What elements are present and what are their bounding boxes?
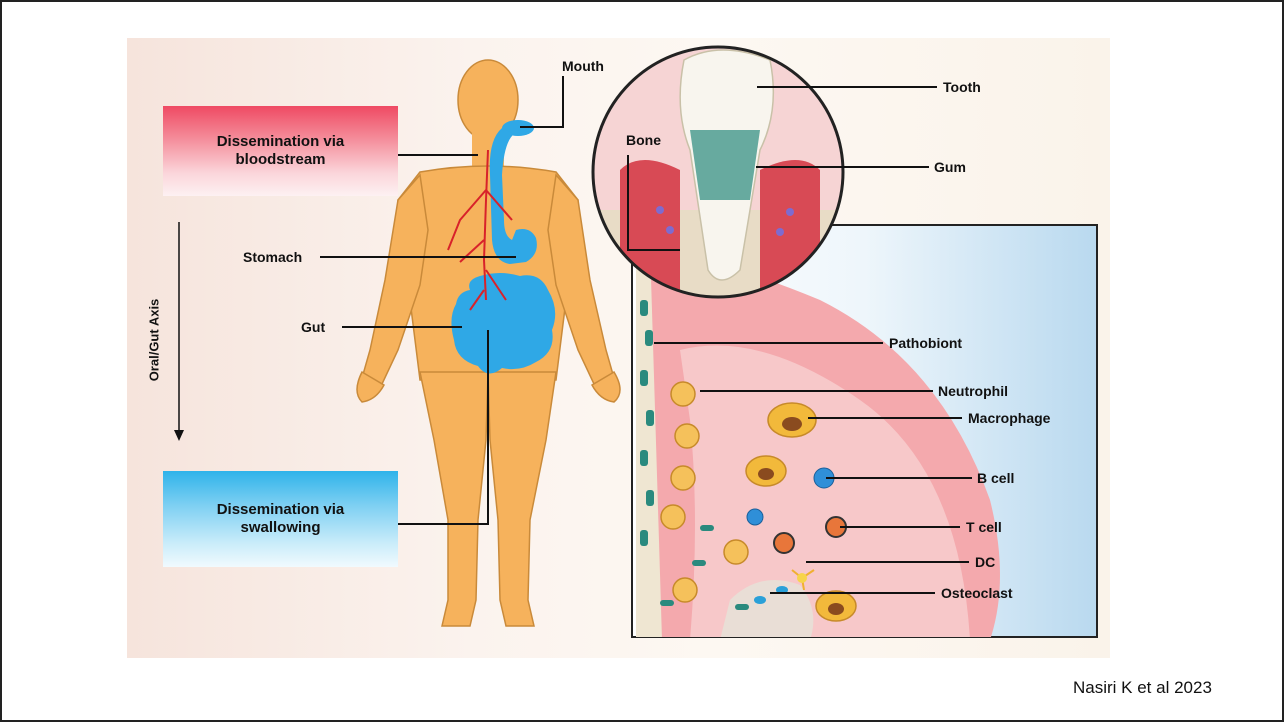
pathobiont-label: Pathobiont bbox=[889, 335, 962, 351]
swallowing-box-label: Dissemination via swallowing bbox=[201, 501, 361, 537]
tooth-label: Tooth bbox=[943, 79, 981, 95]
dc-cell bbox=[797, 573, 807, 583]
neutrophil-label: Neutrophil bbox=[938, 383, 1008, 399]
bloodstream-box: Dissemination via bloodstream bbox=[163, 106, 398, 196]
down-arrow-icon bbox=[174, 222, 184, 441]
macrophage-label: Macrophage bbox=[968, 410, 1050, 426]
bone-label: Bone bbox=[626, 132, 661, 148]
bloodstream-box-label: Dissemination via bloodstream bbox=[201, 133, 361, 169]
citation: Nasiri K et al 2023 bbox=[1073, 678, 1212, 698]
stomach-label: Stomach bbox=[243, 249, 302, 265]
dc-label: DC bbox=[975, 554, 995, 570]
oral-gut-axis-label: Oral/Gut Axis bbox=[147, 299, 162, 382]
gum-label: Gum bbox=[934, 159, 966, 175]
gut-label: Gut bbox=[301, 319, 325, 335]
osteoclast-label: Osteoclast bbox=[941, 585, 1013, 601]
swallowing-box: Dissemination via swallowing bbox=[163, 471, 398, 567]
b-cell-label: B cell bbox=[977, 470, 1014, 486]
mouth-label: Mouth bbox=[562, 58, 604, 74]
t-cell-label: T cell bbox=[966, 519, 1002, 535]
